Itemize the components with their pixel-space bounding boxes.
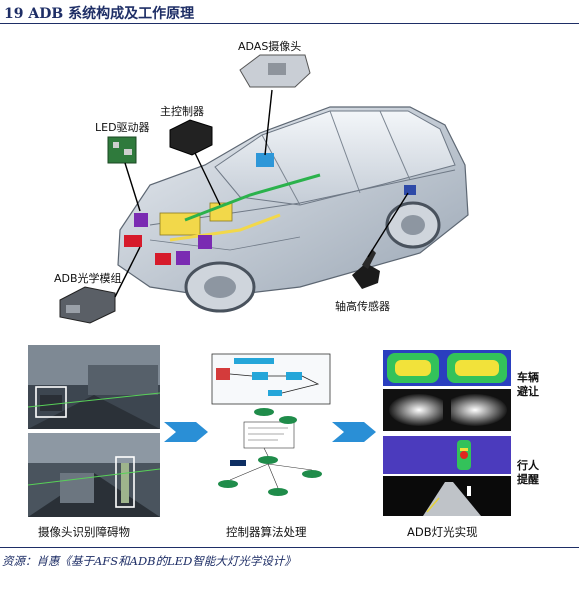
caption-camera-recognition: 摄像头识别障碍物 xyxy=(38,525,130,539)
caption-controller-processing: 控制器算法处理 xyxy=(226,525,307,539)
source-note: 资源：肖惠《基于AFS和ADB的LED智能大灯光学设计》 xyxy=(2,554,296,568)
figure-title: 19 ADB 系统构成及工作原理 xyxy=(4,6,195,22)
flow-arrow-1 xyxy=(164,422,208,442)
flow-arrow-2 xyxy=(332,422,376,442)
car-illustration xyxy=(59,54,469,324)
label-vehicle-avoidance: 车辆 避让 xyxy=(517,371,539,398)
label-led-driver: LED驱动器 xyxy=(95,121,150,134)
label-adas-camera: ADAS摄像头 xyxy=(238,40,302,53)
adb-light-heatmap-vehicle xyxy=(383,350,511,386)
label-main-controller: 主控制器 xyxy=(160,105,204,118)
controller-flowchart xyxy=(211,353,331,496)
figure-title-bar: 19 ADB 系统构成及工作原理 xyxy=(0,0,579,24)
label-adb-optical-module: ADB光学模组 xyxy=(54,272,122,285)
adb-light-beam-vehicle xyxy=(383,389,511,431)
source-rule xyxy=(0,547,579,548)
caption-adb-light-output: ADB灯光实现 xyxy=(407,525,478,539)
title-rule xyxy=(0,23,579,24)
label-pedestrian-alert: 行人 提醒 xyxy=(517,459,539,486)
adb-light-beam-pedestrian xyxy=(383,476,511,516)
camera-recognition-panel xyxy=(28,345,160,517)
adb-light-heatmap-pedestrian xyxy=(383,436,511,474)
label-axle-height-sensor: 轴高传感器 xyxy=(335,300,390,313)
